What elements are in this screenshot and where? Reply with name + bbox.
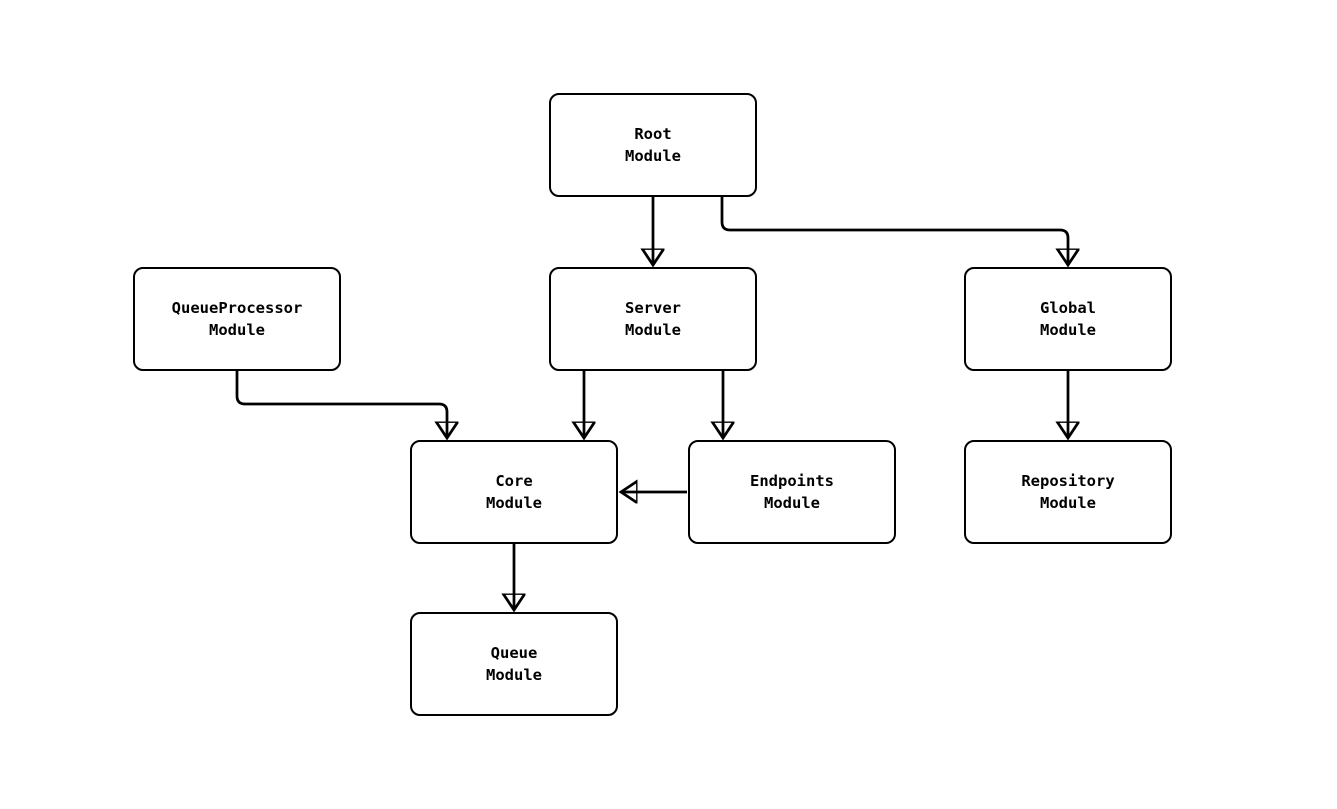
node-label-line: Module: [764, 494, 820, 512]
node-label-line: Module: [625, 321, 681, 339]
edge-root-to-global: [720, 197, 1068, 264]
node-label-line: Module: [486, 494, 542, 512]
node-label-line: QueueProcessor: [171, 299, 303, 317]
node-repository-module: Repository Module: [964, 440, 1172, 544]
node-label-line: Server: [625, 299, 681, 317]
edge-queueprocessor-to-core: [235, 371, 447, 437]
node-label-line: Root: [634, 125, 672, 143]
node-core-module: Core Module: [410, 440, 618, 544]
node-queueprocessor-module: QueueProcessor Module: [133, 267, 341, 371]
node-label-line: Module: [1040, 494, 1096, 512]
node-endpoints-module: Endpoints Module: [688, 440, 896, 544]
node-label-line: Repository: [1021, 472, 1115, 490]
node-label-line: Module: [209, 321, 265, 339]
node-label-line: Global: [1040, 299, 1096, 317]
node-label-line: Module: [625, 147, 681, 165]
node-label-line: Queue: [490, 644, 538, 662]
node-server-module: Server Module: [549, 267, 757, 371]
node-label-line: Module: [486, 666, 542, 684]
node-label-line: Endpoints: [750, 472, 834, 490]
node-queue-module: Queue Module: [410, 612, 618, 716]
node-label-line: Module: [1040, 321, 1096, 339]
node-root-module: Root Module: [549, 93, 757, 197]
node-global-module: Global Module: [964, 267, 1172, 371]
node-label-line: Core: [495, 472, 533, 490]
